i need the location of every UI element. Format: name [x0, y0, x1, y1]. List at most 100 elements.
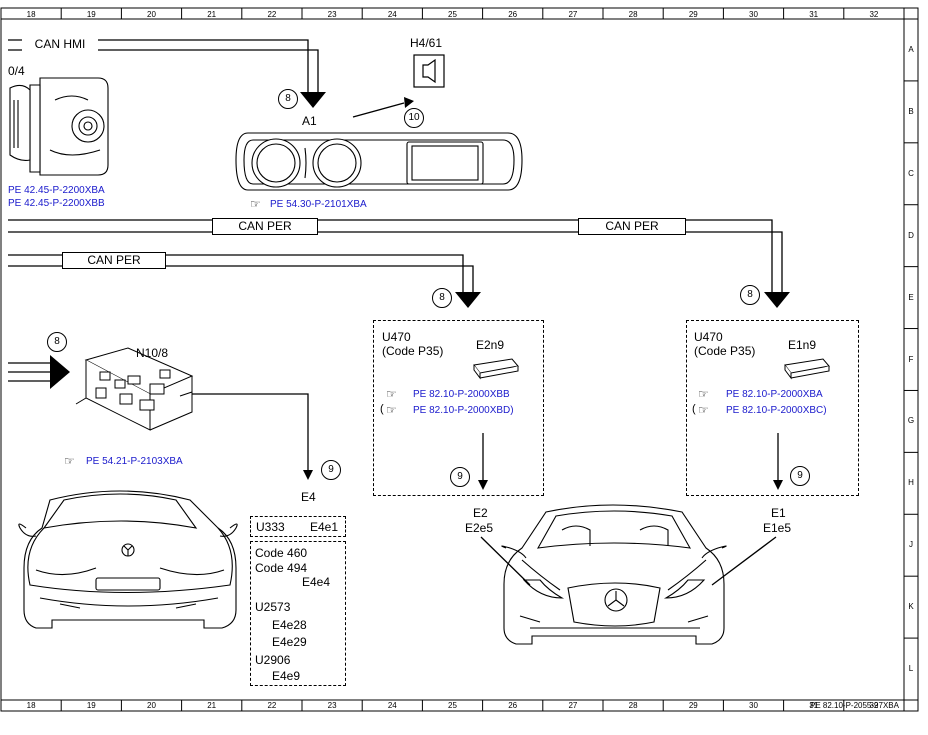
car-rear-illustration — [18, 490, 238, 629]
e1-headlamp-module-box — [686, 320, 859, 496]
can-per-bus-label-2: CAN PER — [578, 218, 686, 235]
column-number: 31 — [809, 10, 819, 19]
e4-box-line: E4e29 — [272, 635, 307, 649]
e2-label: E2 — [473, 506, 488, 520]
column-number: 19 — [86, 10, 96, 19]
e4-box-line: U2573 — [255, 600, 291, 614]
e4e1-label: E4e1 — [310, 520, 339, 534]
column-number: 30 — [749, 10, 758, 19]
e4-box-line: E4e28 — [272, 618, 307, 632]
row-letter: G — [907, 416, 915, 426]
row-letter: H — [908, 478, 914, 488]
row-letter: A — [908, 44, 914, 54]
left-cut-ref-1[interactable]: PE 42.45-P-2200XBA — [8, 185, 105, 196]
can-per-bus-label-1: CAN PER — [212, 218, 318, 235]
row-letter: B — [908, 106, 914, 116]
sam-label: N10/8 — [136, 346, 169, 360]
e1-label: E1 — [771, 506, 786, 520]
headlamp-module-e2n9-illustration — [473, 358, 519, 380]
can-hmi-bus-label: CAN HMI — [22, 37, 98, 54]
column-number: 22 — [267, 701, 277, 710]
e4-box-line: Code 460 — [255, 546, 308, 560]
column-number: 19 — [86, 701, 96, 710]
e4-box-line: U2906 — [255, 653, 291, 667]
column-number: 21 — [207, 701, 217, 710]
column-number: 26 — [508, 10, 518, 19]
left-cut-ref-2[interactable]: PE 42.45-P-2200XBB — [8, 198, 105, 209]
column-number: 27 — [568, 701, 578, 710]
column-number: 22 — [267, 10, 277, 19]
connection-number-circle: 8 — [47, 332, 67, 352]
column-number: 28 — [628, 701, 638, 710]
column-number: 32 — [869, 10, 879, 19]
column-number: 25 — [448, 701, 457, 710]
u333-box — [250, 516, 346, 537]
e2-ref-2[interactable]: PE 82.10-P-2000XBD) — [413, 405, 514, 416]
connection-number-circle: 8 — [278, 89, 298, 109]
e1-ref-2[interactable]: PE 82.10-P-2000XBC) — [726, 405, 827, 416]
e1-ref-paren: ( — [692, 403, 696, 415]
column-number: 29 — [688, 701, 698, 710]
e1-box-variant: U470 — [694, 330, 723, 344]
column-number: 21 — [207, 10, 217, 19]
e4-variants-box — [250, 541, 346, 686]
car-front-illustration — [501, 504, 727, 645]
sam-ref[interactable]: PE 54.21-P-2103XBA — [86, 456, 183, 467]
pointing-hand-icon: ☞ — [698, 403, 709, 417]
headlamp-module-e1n9-illustration — [784, 358, 830, 380]
speaker-icon — [413, 54, 445, 88]
row-letter: D — [908, 230, 914, 240]
column-number: 20 — [147, 701, 156, 710]
pointing-hand-icon: ☞ — [386, 387, 397, 401]
column-number: 18 — [26, 10, 36, 19]
row-letter: L — [908, 664, 914, 674]
column-number: 29 — [688, 10, 698, 19]
e2-ref-1[interactable]: PE 82.10-P-2000XBB — [413, 389, 510, 400]
row-letter: J — [909, 540, 913, 550]
e2n9-module-label: E2n9 — [476, 338, 505, 352]
connection-number-circle: 9 — [450, 467, 470, 487]
instrument-cluster-ref[interactable]: PE 54.30-P-2101XBA — [270, 199, 367, 210]
column-number: 31 — [809, 701, 819, 710]
e2e5-label: E2e5 — [465, 521, 494, 535]
connection-number-circle: 9 — [790, 466, 810, 486]
pointing-hand-icon: ☞ — [698, 387, 709, 401]
can-per-bus-label-3: CAN PER — [62, 252, 166, 269]
connection-number-circle: 8 — [740, 285, 760, 305]
u333-label: U333 — [256, 520, 285, 534]
speaker-label: H4/61 — [410, 36, 443, 50]
e4-box-line: E4e9 — [272, 669, 301, 683]
connection-number-circle: 10 — [404, 108, 424, 128]
e2-headlamp-module-box — [373, 320, 544, 496]
e4-box-line: Code 494 — [255, 561, 308, 575]
camera-module-illustration — [9, 77, 109, 176]
column-number: 24 — [387, 701, 397, 710]
left-cut-component-label: 0/4 — [8, 64, 25, 78]
pointing-hand-icon: ☞ — [250, 197, 261, 211]
column-number: 25 — [448, 10, 457, 19]
e1-ref-1[interactable]: PE 82.10-P-2000XBA — [726, 389, 823, 400]
e2-box-variant: U470 — [382, 330, 411, 344]
row-letter: E — [908, 292, 914, 302]
column-number: 26 — [508, 701, 518, 710]
row-letter: K — [908, 602, 914, 612]
pointing-hand-icon: ☞ — [386, 403, 397, 417]
connection-number-circle: 8 — [432, 288, 452, 308]
column-number: 27 — [568, 10, 578, 19]
row-letter: F — [908, 354, 914, 364]
e1n9-module-label: E1n9 — [788, 338, 817, 352]
connection-number-circle: 9 — [321, 460, 341, 480]
column-number: 20 — [147, 10, 156, 19]
e2-ref-paren: ( — [380, 403, 384, 415]
column-number: 24 — [387, 10, 397, 19]
e1-box-code: (Code P35) — [694, 344, 756, 358]
e4-box-line: E4e4 — [302, 575, 331, 589]
e2-box-code: (Code P35) — [382, 344, 444, 358]
e1e5-label: E1e5 — [763, 521, 792, 535]
pointing-hand-icon: ☞ — [64, 454, 75, 468]
column-number: 18 — [26, 701, 36, 710]
column-number: 28 — [628, 10, 638, 19]
signal-acquisition-module-illustration — [75, 347, 194, 431]
document-reference: PE 82.10-P-2055-97XBA — [810, 701, 899, 710]
